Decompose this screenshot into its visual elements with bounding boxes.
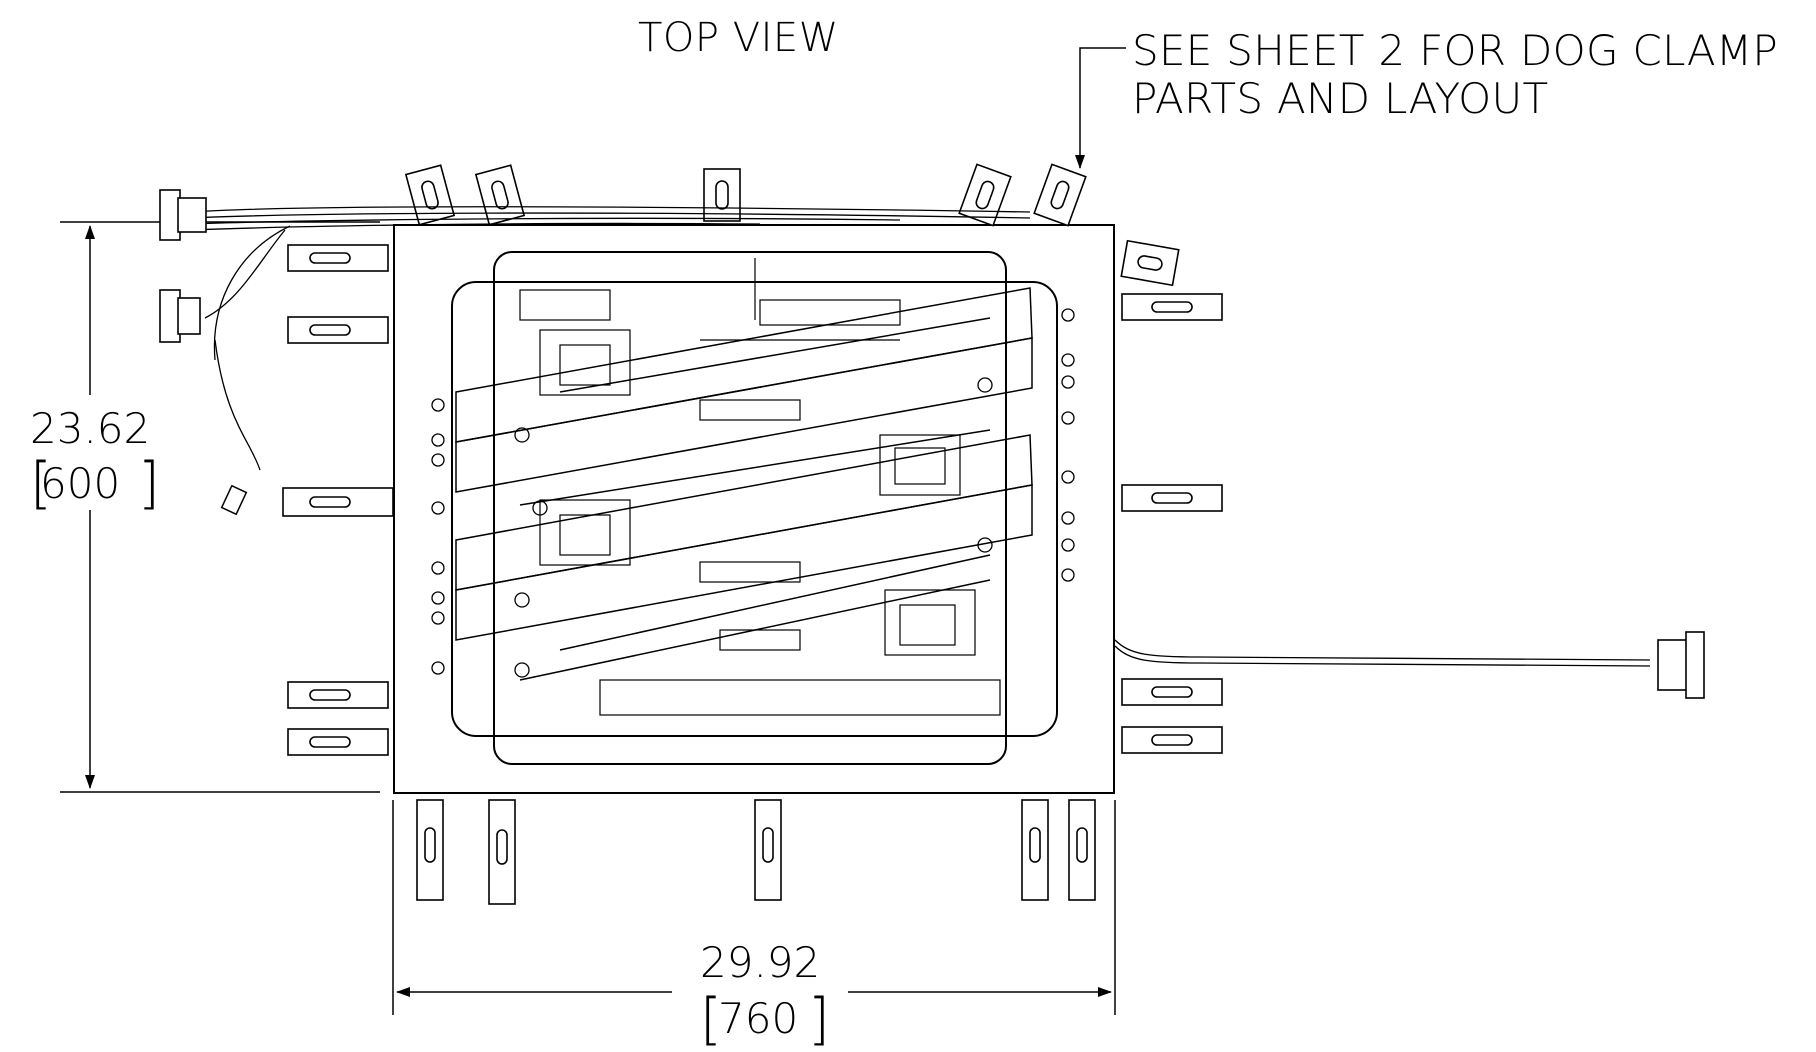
dog-clamps-left [282, 244, 394, 756]
height-bracket-right: ] [138, 451, 160, 516]
height-dimension-inches: 23.62 [30, 404, 151, 453]
width-bracket-left: [ [700, 987, 722, 1052]
width-dimension [392, 800, 1116, 1015]
sheet-note-line-2: PARTS AND LAYOUT [1132, 74, 1549, 123]
width-dimension-mm: 760 [718, 994, 799, 1043]
height-bracket-left: [ [30, 451, 52, 516]
connector-right [1657, 631, 1705, 699]
connector-loose [220, 484, 248, 516]
frame-bolt-holes [431, 308, 1075, 678]
wire-harness-right [1114, 639, 1651, 667]
dog-clamps-top [404, 163, 1087, 227]
dog-clamps-bottom [416, 799, 1096, 905]
width-bracket-right: ] [808, 987, 830, 1052]
wire-harness-left [189, 206, 1031, 471]
dog-clamps-right [1120, 239, 1223, 754]
height-dimension-mm: 600 [40, 459, 121, 508]
view-title: TOP VIEW [638, 15, 839, 61]
note-leader [1075, 47, 1126, 169]
frame-plate [393, 224, 1115, 794]
connector-left-top [159, 189, 207, 241]
sheet-note-line-1: SEE SHEET 2 FOR DOG CLAMP [1132, 26, 1779, 75]
height-dimension [60, 221, 380, 793]
width-dimension-inches: 29.92 [700, 938, 821, 987]
internal-components [519, 258, 1001, 716]
connector-left-mid [159, 289, 201, 343]
